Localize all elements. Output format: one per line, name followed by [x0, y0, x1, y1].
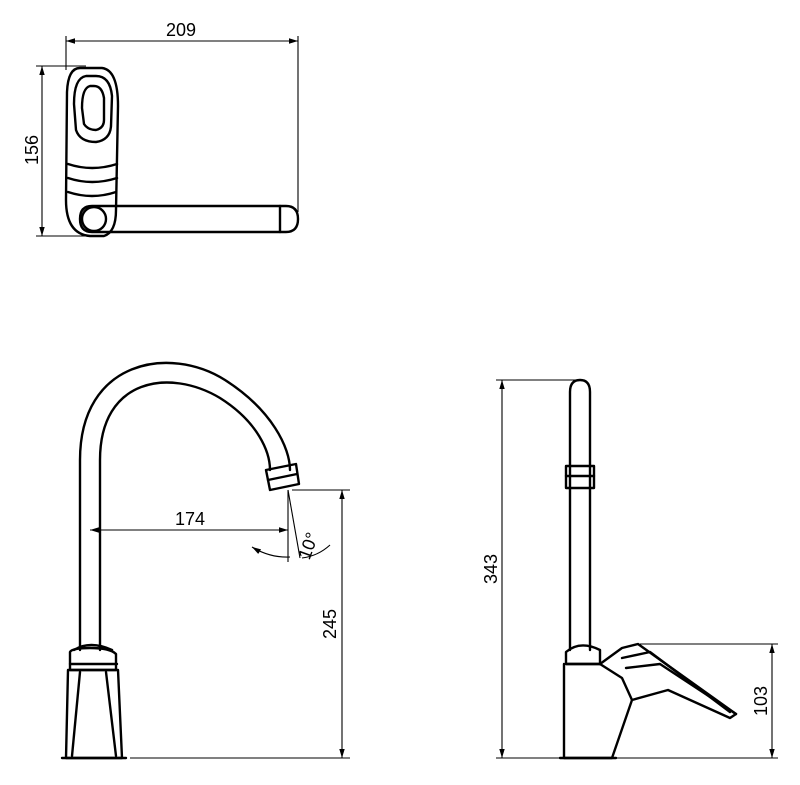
dimension-spout-reach-label: 174: [175, 509, 205, 529]
side-view-spout: [564, 378, 596, 652]
top-view-spout: [78, 204, 300, 234]
side-view: 343 103: [481, 378, 778, 760]
side-view-base: [558, 642, 738, 760]
dimension-lever-height: 103: [616, 643, 778, 759]
top-view: 209 156: [22, 20, 300, 238]
front-view-base: [60, 643, 128, 760]
dimension-spout-height-label: 245: [320, 609, 340, 639]
dimension-top-depth-label: 156: [22, 135, 42, 165]
dimension-spout-reach: 174: [90, 490, 289, 562]
dimension-spout-angle: 10°: [251, 489, 331, 562]
dimension-top-width-label: 209: [166, 20, 196, 40]
dimension-top-width: 209: [65, 20, 299, 212]
top-view-body: [64, 66, 120, 238]
dimension-lever-height-label: 103: [751, 686, 771, 716]
front-view-spout: [78, 361, 301, 652]
dimension-spout-angle-label: 10°: [294, 530, 322, 562]
dimension-total-height: 343: [481, 379, 580, 759]
dimension-total-height-label: 343: [481, 554, 501, 584]
dimension-spout-height: 245: [130, 489, 350, 759]
front-view: 174 10° 245: [60, 361, 350, 760]
dimension-top-depth: 156: [22, 65, 96, 237]
